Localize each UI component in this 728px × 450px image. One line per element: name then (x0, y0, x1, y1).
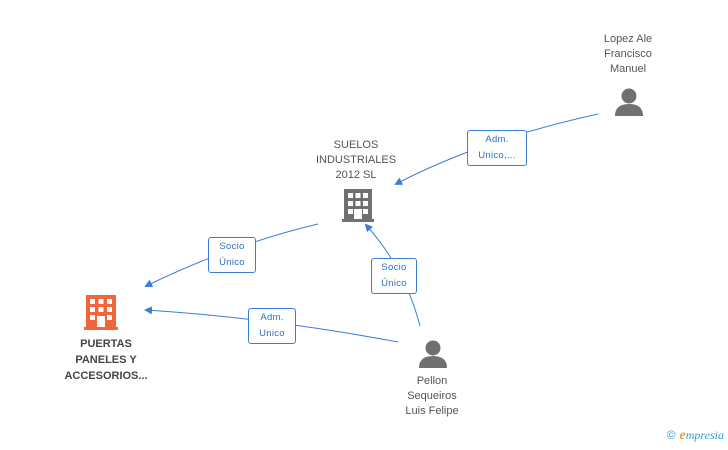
edge-label-socio-unico[interactable]: Socio Único (371, 258, 417, 294)
edge-label-socio-unico[interactable]: Socio Único (208, 237, 256, 273)
person-icon (615, 88, 643, 116)
copyright-symbol: © (666, 428, 676, 442)
person-icon (419, 340, 447, 368)
brand-name: mpresia (685, 428, 724, 442)
building-icon (342, 189, 374, 222)
building-icon (84, 295, 118, 330)
person-label-pellon[interactable]: Pellon Sequeiros Luis Felipe (405, 375, 459, 417)
company-label-puertas[interactable]: PUERTAS PANELES Y ACCESORIOS... (64, 338, 148, 382)
edge-label-adm-unico[interactable]: Adm. Unico,... (467, 130, 527, 166)
edge-label-adm-unico[interactable]: Adm. Unico (248, 308, 296, 344)
brand-initial: e (679, 428, 686, 443)
person-label-lopez[interactable]: Lopez Ale Francisco Manuel (603, 33, 653, 75)
company-label-suelos[interactable]: SUELOS INDUSTRIALES 2012 SL (315, 139, 397, 181)
brand-logo: ©empresia (667, 428, 724, 444)
